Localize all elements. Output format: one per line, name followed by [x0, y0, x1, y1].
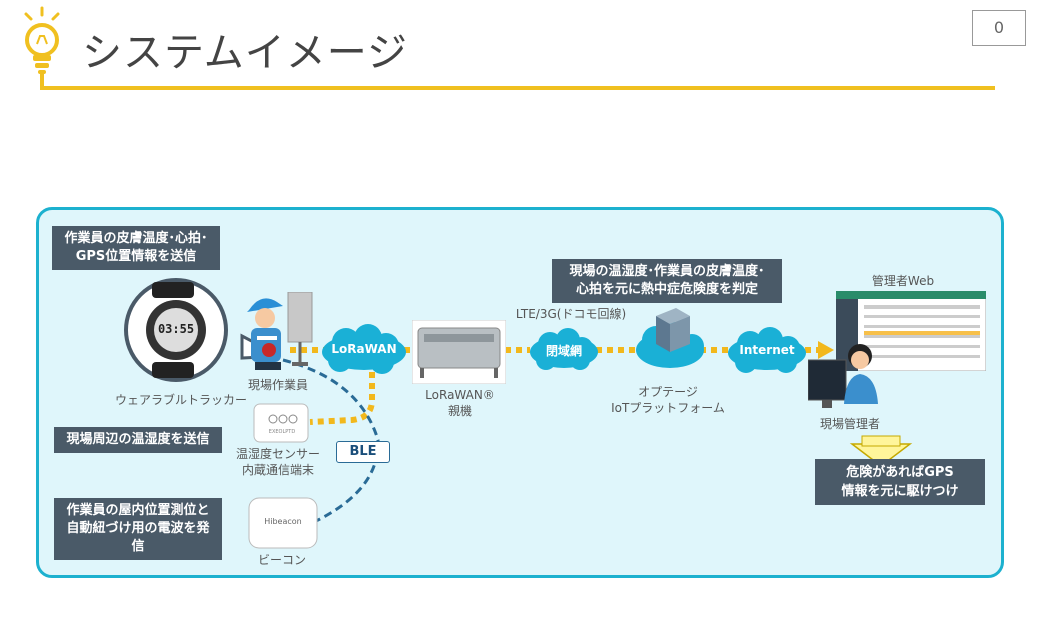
watch-icon	[124, 278, 280, 382]
label-admin-web: 管理者Web	[871, 274, 935, 288]
label-beacon: ビーコン	[257, 553, 306, 567]
label-danger: 危険があればGPS 情報を元に駆けつけ	[815, 459, 985, 505]
arrow-head-icon	[818, 341, 834, 359]
label-platform: オプテージ IoTプラットフォーム	[611, 385, 725, 415]
label-wearable: ウェアラブルトラッカー	[115, 393, 248, 407]
label-send-skin-temp: 作業員の皮膚温度･心拍･ GPS位置情報を送信	[52, 226, 220, 270]
watch-display: 03:55	[157, 322, 195, 336]
manager-icon	[808, 344, 878, 408]
cloud-lorawan-label: LoRaWAN	[331, 342, 397, 356]
label-send-temp-humidity: 現場周辺の温湿度を送信	[54, 427, 222, 453]
closed-network-cloud-icon	[530, 328, 598, 370]
cloud-closed-net-label: 閉域網	[545, 344, 582, 358]
label-worker: 現場作業員	[247, 378, 308, 392]
beacon-icon	[248, 497, 318, 549]
label-manager: 現場管理者	[819, 417, 880, 431]
ble-badge: BLE	[336, 441, 390, 463]
yellow-link-sensor	[309, 372, 375, 425]
lorawan-cloud-icon	[322, 324, 406, 374]
beacon-brand: Hibeacon	[264, 517, 302, 526]
label-sensor: 温湿度センサー 内蔵通信端末	[235, 447, 320, 477]
gateway-icon	[412, 320, 506, 384]
internet-cloud-icon	[728, 327, 806, 373]
page-title: システムイメージ	[82, 30, 408, 76]
label-gateway: LoRaWAN® 親機	[425, 388, 495, 418]
label-judge: 現場の温湿度･作業員の皮膚温度･ 心拍を元に熱中症危険度を判定	[552, 259, 782, 303]
page-number: 0	[972, 10, 1026, 46]
sensor-device-icon	[253, 403, 309, 443]
label-lte: LTE/3G(ドコモ回線)	[515, 307, 627, 321]
server-icon	[656, 308, 690, 352]
worker-icon	[247, 298, 283, 370]
label-send-beacon: 作業員の屋内位置測位と 自動紐づけ用の電波を発信	[54, 498, 222, 560]
cloud-internet-label: Internet	[739, 343, 795, 357]
antenna-icon	[287, 292, 313, 366]
ble-link	[282, 358, 380, 524]
sensor-brand: EXEOLPTD	[268, 429, 296, 435]
lightbulb-icon	[24, 6, 60, 86]
platform-cloud-icon	[636, 308, 704, 368]
title-underline	[40, 86, 995, 90]
